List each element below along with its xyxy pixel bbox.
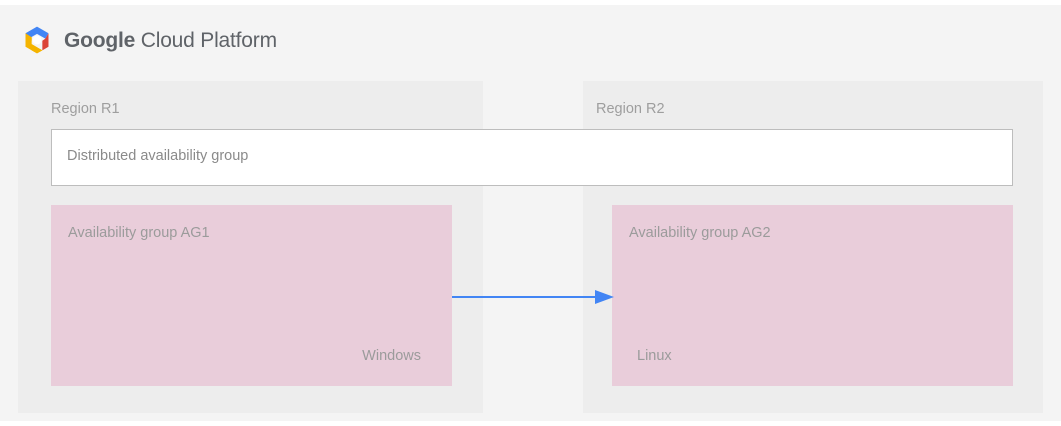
distributed-availability-group-label: Distributed availability group <box>67 148 249 164</box>
availability-group-box-ag2: Availability group AG2 Linux <box>612 205 1013 386</box>
distributed-availability-group-box: Distributed availability group <box>51 129 1013 186</box>
availability-group-box-ag1: Availability group AG1 Windows <box>51 205 452 386</box>
arrow-right-icon <box>452 290 614 304</box>
availability-group-os-ag1: Windows <box>362 348 421 364</box>
availability-group-title-ag1: Availability group AG1 <box>68 225 210 241</box>
brand-name-cloud-platform: Cloud Platform <box>135 28 277 52</box>
brand-name-google: Google <box>64 28 136 52</box>
brand-header: Google Cloud Platform <box>22 23 277 57</box>
region-label-r1: Region R1 <box>51 101 120 117</box>
region-label-r2: Region R2 <box>596 101 665 117</box>
replication-connector <box>452 288 614 306</box>
availability-group-os-ag2: Linux <box>637 348 672 364</box>
brand-wordmark: Google Cloud Platform <box>64 30 277 51</box>
page-card: Google Cloud Platform Region R1 Region R… <box>0 5 1061 421</box>
availability-group-title-ag2: Availability group AG2 <box>629 225 771 241</box>
gcp-hexagon-logo-icon <box>22 25 52 55</box>
